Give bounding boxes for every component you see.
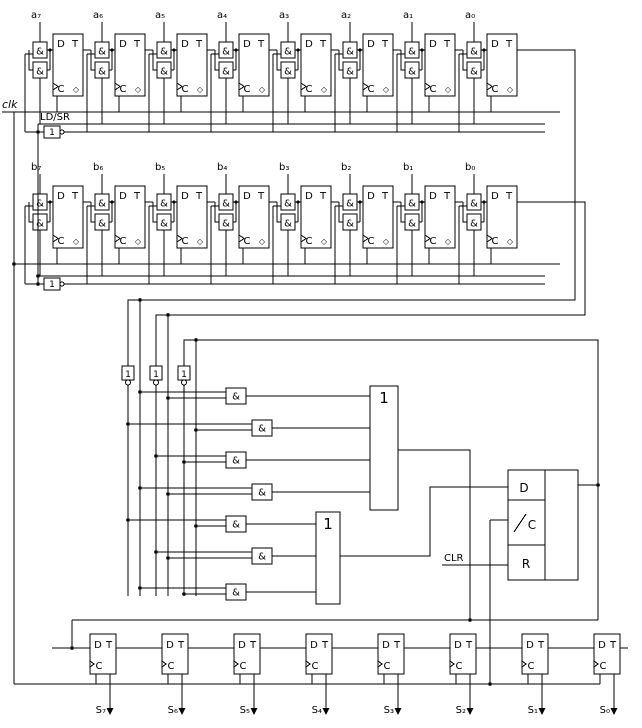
register-a-cell <box>148 21 216 133</box>
register-a-bit-label: a₃ <box>279 10 289 21</box>
output-register-cell <box>555 633 629 716</box>
output-register-cell <box>267 633 341 716</box>
register-b-bit-label: b₀ <box>465 162 475 173</box>
input-inverters: 1 1 1 <box>121 365 191 596</box>
junction-dots <box>12 130 600 686</box>
clear-signal-label: CLR <box>444 553 464 564</box>
register-b: b₇ b₆ b₅ b₄ b₃ b₂ b₁ b₀ <box>24 162 526 285</box>
register-a-bit-label: a₀ <box>465 10 475 21</box>
output-register-cell <box>51 633 125 716</box>
register-a-cell <box>86 21 154 133</box>
serial-out-a-wire <box>127 49 576 596</box>
sum-bit-label: S₇ <box>96 705 106 716</box>
register-b-bit-label: b₁ <box>403 162 413 173</box>
carry-feedback-wire <box>183 339 599 620</box>
carry-flipflop: D C R CLR <box>442 469 579 684</box>
and-gate-glyph: & <box>258 488 266 499</box>
register-a-cell <box>210 21 278 133</box>
carry-ff-d-label: D <box>519 481 528 495</box>
inverter-glyph: 1 <box>181 370 187 380</box>
sum-bit-label: S₆ <box>168 705 178 716</box>
register-a-bit-label: a₂ <box>341 10 351 21</box>
register-b-cell <box>334 173 402 285</box>
sum-network-and-gates: & & & & & & & <box>128 387 370 601</box>
load-shift-bus-b: 1 <box>25 275 545 291</box>
sum-bit-label: S₀ <box>600 705 610 716</box>
sum-bus <box>71 619 598 648</box>
register-a-cell <box>272 21 340 133</box>
register-b-bit-label: b₄ <box>217 162 227 173</box>
register-b-bit-label: b₇ <box>31 162 41 173</box>
sum-bit-label: S₃ <box>384 705 394 716</box>
register-b-bit-label: b₅ <box>155 162 165 173</box>
register-a: a₇ a₆ a₅ a₄ a₃ a₂ a₁ a₀ <box>24 10 526 133</box>
register-b-cell <box>272 173 340 285</box>
register-b-cell <box>210 173 278 285</box>
and-gate-glyph: & <box>258 552 266 563</box>
and-gate-glyph: & <box>232 520 240 531</box>
or-gate-glyph: 1 <box>323 515 333 533</box>
register-a-bit-label: a₄ <box>217 10 227 21</box>
register-b-bit-label: b₆ <box>93 162 103 173</box>
register-b-cell <box>24 173 92 285</box>
sum-network-or-gates: 1 1 <box>315 385 508 620</box>
and-gate-glyph: & <box>232 588 240 599</box>
register-a-cell <box>396 21 464 133</box>
register-a-bit-label: a₆ <box>93 10 103 21</box>
and-gate-glyph: & <box>232 456 240 467</box>
register-a-bit-label: a₅ <box>155 10 165 21</box>
inverter-glyph: 1 <box>49 128 55 138</box>
sum-bit-label: S₅ <box>240 705 250 716</box>
or-gate <box>315 511 341 605</box>
carry-ff-box <box>507 469 579 581</box>
sum-bit-label: S₄ <box>312 705 322 716</box>
register-a-cell <box>334 21 402 133</box>
output-register-cell <box>339 633 413 716</box>
carry-ff-c-label: C <box>528 518 536 532</box>
or-gate-glyph: 1 <box>379 389 389 407</box>
carry-ff-r-label: R <box>522 557 530 571</box>
register-a-cell <box>458 21 526 133</box>
inverter-glyph: 1 <box>125 370 131 380</box>
register-b-cell <box>458 173 526 285</box>
register-b-bit-label: b₃ <box>279 162 289 173</box>
output-register-cell <box>123 633 197 716</box>
or-gate <box>369 385 399 511</box>
output-register: S₇ S₆ S₅ S₄ S₃ S₂ S₁ S₀ <box>51 633 629 716</box>
inverter-glyph: 1 <box>153 370 159 380</box>
clock-bus: clk <box>2 98 600 685</box>
output-register-cell <box>195 633 269 716</box>
output-register-cell <box>411 633 485 716</box>
and-gate-glyph: & <box>258 424 266 435</box>
register-b-cell <box>148 173 216 285</box>
register-a-bit-label: a₁ <box>403 10 413 21</box>
register-b-cell <box>86 173 154 285</box>
load-shift-signal-label: LD/SR <box>40 112 70 123</box>
clk-signal-label: clk <box>2 98 18 111</box>
and-gate-glyph: & <box>232 392 240 403</box>
sum-bit-label: S₁ <box>528 705 538 716</box>
output-register-cell <box>483 633 557 716</box>
inverter-glyph: 1 <box>49 280 55 290</box>
register-b-cell <box>396 173 464 285</box>
register-b-bit-label: b₂ <box>341 162 351 173</box>
register-a-bit-label: a₇ <box>31 10 41 21</box>
sum-bit-label: S₂ <box>456 705 466 716</box>
